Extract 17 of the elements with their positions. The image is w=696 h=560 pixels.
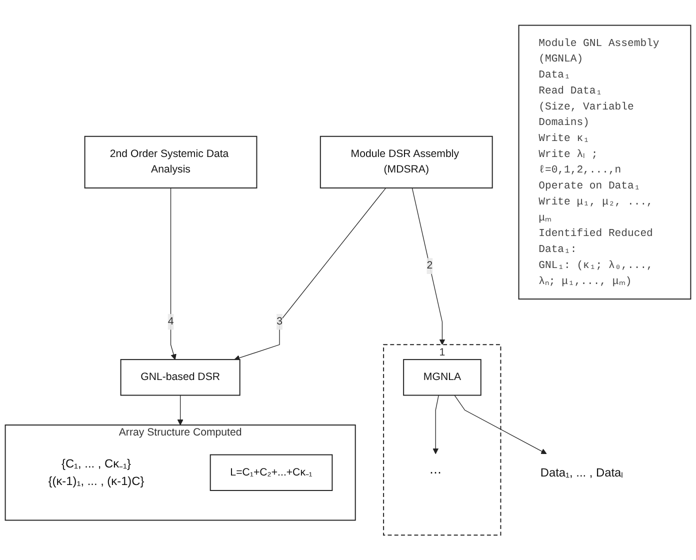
edge-label: 4 [168, 316, 174, 327]
node-box: Module GNL Assembly (MGNLA) Data₁ Read Data₁ (Size, Variable Domains) Write κ₁ Write λₗ ; ℓ=0,1,2,...,n Operate on Data₁ Write μ₁, μ₂, ..., μₘ Identified Reduced Data₁: GNL₁: (κ₁; λ₀,..., λₙ; μ₁,..., μₘ) [518, 24, 692, 300]
node-text: ⋯ [430, 465, 442, 479]
node-box: GNL-based DSR [120, 358, 240, 396]
arrow [177, 394, 184, 426]
node-box: 2nd Order Systemic Data Analysis [84, 136, 258, 188]
arrow [234, 187, 386, 360]
node-text: Data₁, ... , Dataₗ [540, 465, 624, 479]
arrow [412, 187, 446, 345]
arrow [170, 187, 176, 360]
arrow [454, 394, 547, 454]
arrow [432, 394, 439, 454]
node-box: Module DSR Assembly (MDSRA) [320, 136, 493, 188]
node-box: L=C₁+C₂+...+Cκ₋₁ [210, 454, 333, 491]
node-box: MGNLA [403, 358, 482, 396]
edge-label: 3 [276, 316, 282, 327]
edge-label: 2 [426, 260, 433, 272]
